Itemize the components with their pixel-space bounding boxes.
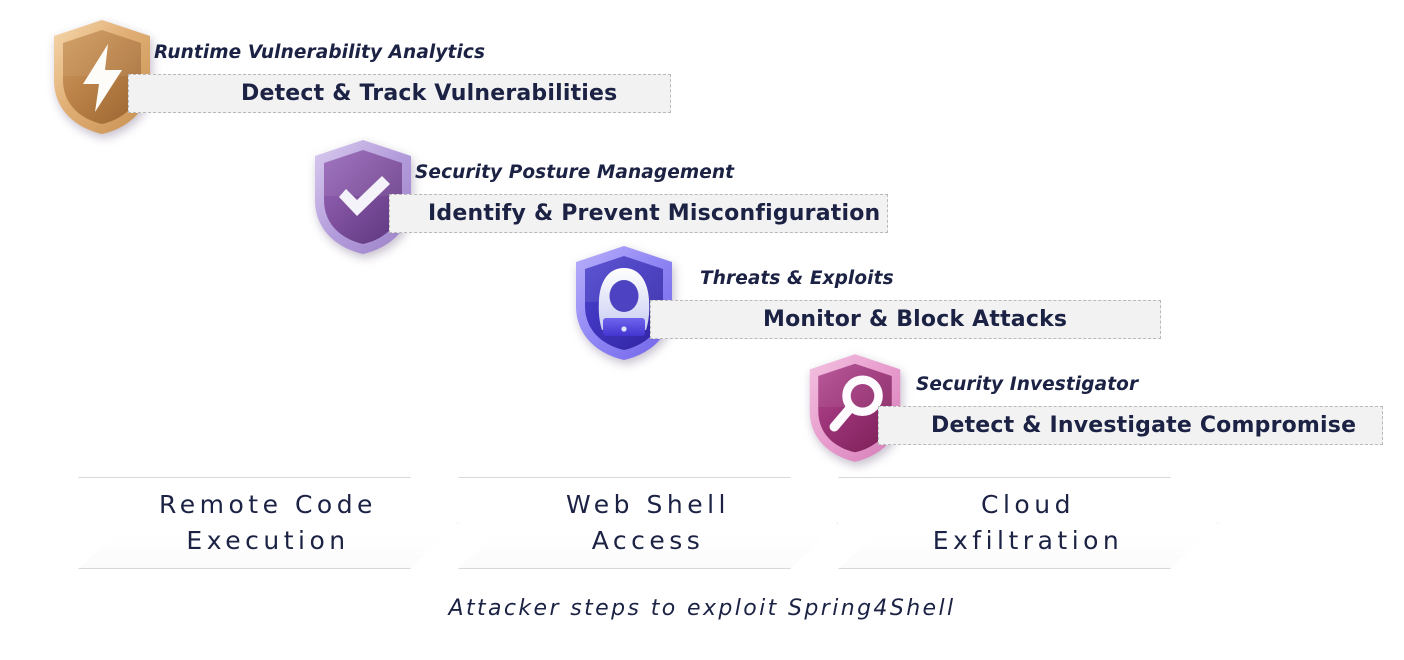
chevron-shape: [78, 477, 458, 569]
attacker-step-line1: Web Shell: [566, 489, 730, 519]
capability-title: Threats & Exploits: [700, 268, 894, 289]
capability-action-label: Identify & Prevent Misconfiguration: [428, 201, 881, 226]
capability-action-box: Monitor & Block Attacks: [650, 300, 1161, 339]
attacker-step-remote-code-execution[interactable]: Remote Code Execution: [78, 477, 458, 569]
attacker-step-line2: Execution: [186, 526, 350, 555]
capability-action-box: Detect & Track Vulnerabilities: [128, 74, 671, 113]
capability-title: Security Posture Management: [415, 162, 735, 183]
attacker-step-cloud-exfiltration[interactable]: Cloud Exfiltration: [838, 477, 1218, 569]
attacker-step-web-shell-access[interactable]: Web Shell Access: [458, 477, 838, 569]
diagram-caption: Attacker steps to exploit Spring4Shell: [448, 596, 956, 621]
capability-action-box: Detect & Investigate Compromise: [878, 406, 1383, 445]
shield-lightning-bolt-icon: [50, 18, 154, 136]
shield-hacker-laptop-icon: [572, 244, 676, 362]
capability-action-box: Identify & Prevent Misconfiguration: [389, 194, 888, 233]
attacker-step-line2: Exfiltration: [932, 526, 1124, 555]
chevron-shape: [838, 477, 1218, 569]
attacker-step-label: Remote Code Execution: [126, 477, 410, 569]
attacker-step-label: Cloud Exfiltration: [886, 477, 1170, 569]
capability-title: Runtime Vulnerability Analytics: [154, 42, 486, 63]
shield-magnifier-icon: [806, 352, 904, 464]
shield-checkmark-icon: [311, 138, 415, 256]
capability-title: Security Investigator: [916, 374, 1139, 395]
attacker-step-line1: Remote Code: [159, 489, 377, 519]
capability-action-label: Detect & Investigate Compromise: [931, 413, 1357, 438]
chevron-shape: [458, 477, 838, 569]
attacker-step-label: Web Shell Access: [506, 477, 790, 569]
capability-action-label: Monitor & Block Attacks: [763, 307, 1068, 332]
attacker-step-line2: Access: [591, 526, 705, 555]
attacker-step-line1: Cloud: [981, 489, 1075, 519]
capability-action-label: Detect & Track Vulnerabilities: [241, 81, 618, 106]
